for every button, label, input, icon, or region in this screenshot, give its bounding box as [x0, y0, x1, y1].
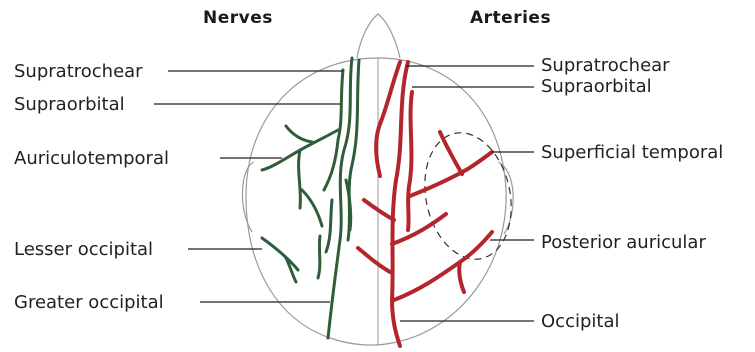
posterior-auricular-artery	[394, 232, 492, 300]
superficial-temporal-artery	[410, 152, 492, 196]
auriculotemporal-branch-2	[299, 150, 301, 208]
occipital-artery-branch-1	[392, 214, 446, 244]
greater-occipital-branch-1	[318, 236, 320, 278]
occipital-artery-branch-3	[364, 200, 394, 220]
auriculotemporal-branch-3	[302, 190, 322, 226]
supratrochlear-artery	[376, 62, 400, 176]
occipital-artery-branch-2	[358, 248, 390, 272]
leader-lines-left	[154, 71, 343, 302]
greater-occipital-branch-2	[326, 200, 332, 252]
auriculotemporal-branch-1	[286, 126, 312, 142]
left-ear-outline	[242, 162, 254, 232]
nerves-group	[262, 58, 359, 338]
nose-outline	[357, 14, 400, 58]
supraorbital-artery	[408, 92, 412, 230]
superficial-temporal-branch	[440, 132, 462, 174]
posterior-auricular-branch	[459, 262, 464, 292]
occipital-artery-trunk	[392, 62, 408, 346]
lesser-occipital-nerve	[262, 238, 298, 270]
